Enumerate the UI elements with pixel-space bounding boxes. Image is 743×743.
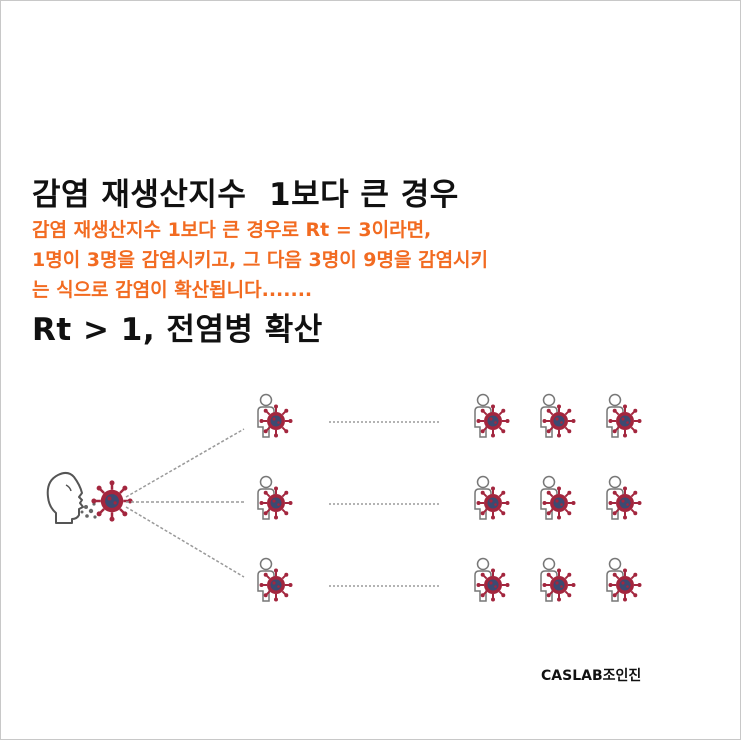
virus-icon bbox=[90, 479, 134, 523]
title-line-2: Rt > 1, 전염병 확산 bbox=[32, 312, 323, 348]
second-generation bbox=[475, 395, 642, 602]
droplet-icon bbox=[80, 502, 97, 519]
spread-lines bbox=[125, 428, 245, 578]
title-line-1: 감염 재생산지수 1보다 큰 경우 bbox=[32, 177, 459, 213]
description-line-2: 1명이 3명을 감염시키고, 그 다음 3명이 9명을 감염시키 bbox=[32, 249, 489, 271]
slide-title: 감염 재생산지수 1보다 큰 경우 Rt > 1, 전염병 확산 bbox=[32, 83, 459, 443]
credit-label: CASLAB조인진 bbox=[541, 668, 642, 684]
first-generation bbox=[258, 395, 293, 602]
person-icon bbox=[258, 559, 293, 602]
person-icon bbox=[607, 559, 642, 602]
description-line-3: 는 식으로 감염이 확산됩니다....... bbox=[32, 279, 313, 301]
person-icon bbox=[475, 395, 510, 438]
person-icon bbox=[607, 477, 642, 520]
person-icon bbox=[475, 477, 510, 520]
description: 감염 재생산지수 1보다 큰 경우로 Rt = 3이라면, 1명이 3명을 감염… bbox=[32, 215, 488, 305]
person-icon bbox=[541, 477, 576, 520]
person-icon bbox=[475, 559, 510, 602]
person-icon bbox=[541, 395, 576, 438]
generation-connectors bbox=[329, 421, 441, 587]
person-icon bbox=[258, 395, 293, 438]
person-icon bbox=[607, 395, 642, 438]
coughing-person-icon bbox=[46, 471, 84, 524]
description-line-1: 감염 재생산지수 1보다 큰 경우로 Rt = 3이라면, bbox=[32, 219, 432, 241]
person-icon bbox=[258, 477, 293, 520]
person-icon bbox=[541, 559, 576, 602]
